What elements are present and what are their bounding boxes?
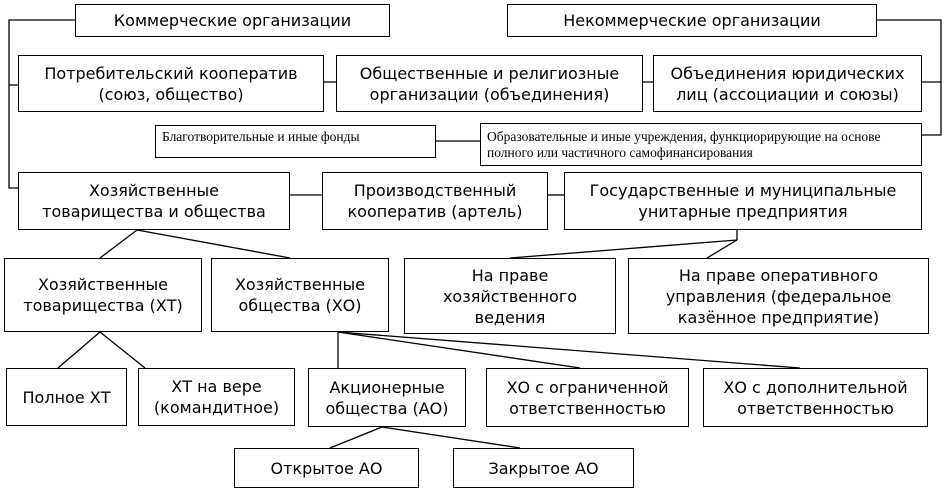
llc-label: ХО с ограниченной ответственностью [506,377,669,418]
alc-box: ХО с дополнительной ответственностью [703,368,928,427]
commercial-organizations-label: Коммерческие организации [113,11,352,30]
connector-bp-to-limited [99,331,146,369]
connector-jsc-to-open [329,426,383,449]
production-coop-box: Производственный кооператив (артель) [322,172,548,230]
education-institutions-label: Образовательные и иные учреждения, функц… [487,128,881,160]
connector-unitary-to-economic [509,239,738,259]
closed-jsc-box: Закрытое АО [453,448,634,488]
limited-partnership-box: ХТ на вере (командитное) [138,368,295,426]
connector-commercial-left-trunk [8,19,75,189]
joint-stock-box: Акционерные общества (АО) [308,368,466,427]
production-coop-label: Производственный кооператив (артель) [347,181,523,221]
open-jsc-box: Открытое АО [234,448,419,488]
alc-label: ХО с дополнительной ответственностью [723,377,908,418]
business-partnerships-label: Хозяйственные товарищества (ХТ) [23,275,183,315]
connector-bp-to-full [57,331,101,369]
llc-box: ХО с ограниченной ответственностью [486,368,689,427]
charity-funds-box: Благотворительные и иные фонды [155,125,436,158]
economic-management-box: На праве хозяйственного ведения [404,258,616,334]
connector-jsc-to-closed [381,426,521,449]
operational-management-label: На праве оперативного управления (федера… [665,265,892,327]
connector-unitary-to-operational [706,239,738,259]
connector-bc-to-alc [337,331,801,369]
consumer-coop-label: Потребительский кооператив (союз, общест… [44,63,298,104]
consumer-coop-box: Потребительский кооператив (союз, общест… [18,55,324,112]
economic-management-label: На праве хозяйственного ведения [442,265,578,327]
connector-bpc-to-bc [136,229,291,259]
business-companies-label: Хозяйственные общества (ХО) [234,275,366,315]
closed-jsc-label: Закрытое АО [488,458,599,478]
public-religious-label: Общественные и религиозные организации (… [359,63,620,104]
business-partnerships-box: Хозяйственные товарищества (ХТ) [4,258,202,332]
business-partnerships-companies-box: Хозяйственные товарищества и общества [18,172,290,230]
legal-associations-label: Объединения юридических лиц (ассоциации … [670,63,905,104]
charity-funds-label: Благотворительные и иные фонды [162,129,360,144]
connector-noncommercial-right-trunk [877,19,942,136]
noncommercial-organizations-label: Некоммерческие организации [563,11,821,30]
business-partnerships-companies-label: Хозяйственные товарищества и общества [42,181,266,221]
education-institutions-box: Образовательные и иные учреждения, функц… [480,123,922,166]
open-jsc-label: Открытое АО [270,458,383,478]
commercial-organizations-box: Коммерческие организации [75,4,390,37]
unitary-enterprises-label: Государственные и муниципальные унитарны… [589,181,897,221]
connector-bc-to-llc [337,331,581,369]
legal-associations-box: Объединения юридических лиц (ассоциации … [653,55,922,112]
full-partnership-label: Полное ХТ [22,387,111,407]
limited-partnership-label: ХТ на вере (командитное) [153,377,280,417]
joint-stock-label: Акционерные общества (АО) [325,377,449,418]
full-partnership-box: Полное ХТ [6,368,127,426]
unitary-enterprises-box: Государственные и муниципальные унитарны… [564,172,922,230]
business-companies-box: Хозяйственные общества (ХО) [211,258,389,332]
public-religious-box: Общественные и религиозные организации (… [336,55,643,112]
noncommercial-organizations-box: Некоммерческие организации [507,4,877,37]
operational-management-box: На праве оперативного управления (федера… [628,258,929,334]
connector-bpc-to-bp [99,229,138,259]
